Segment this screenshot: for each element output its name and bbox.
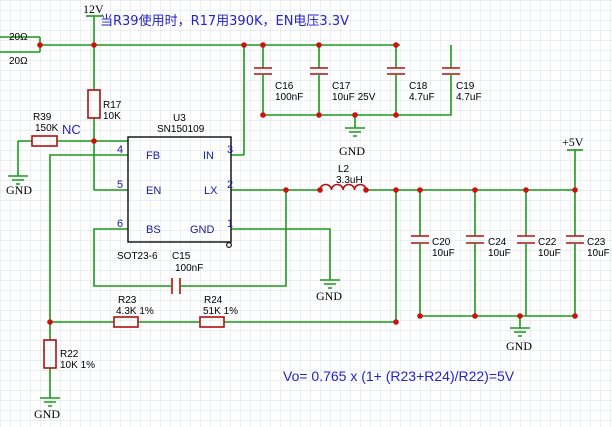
vout-label: +5V xyxy=(562,135,584,149)
pin-fb-name: FB xyxy=(146,150,160,162)
partial-resistors-left: 20Ω 20Ω xyxy=(9,32,28,67)
gnd-label-r39: GND xyxy=(6,183,32,197)
pin-bs-name: BS xyxy=(146,224,161,236)
ic-u3: U3 SN150109 SOT23-6 FB EN BS IN LX GND 4… xyxy=(117,113,233,262)
c16-ref: C16 xyxy=(275,81,294,92)
ground-symbol-caps-out: GND xyxy=(506,327,532,353)
pin-in-name: IN xyxy=(203,150,214,162)
c22-value: 10uF xyxy=(538,248,561,259)
pin-fb-number: 4 xyxy=(117,144,123,156)
r24-ref: R24 xyxy=(204,295,223,306)
resistor-r39: R39 150K NC xyxy=(31,112,81,147)
gnd-label-ic: GND xyxy=(316,289,342,303)
ic-ref: U3 xyxy=(173,113,186,124)
wires xyxy=(0,16,576,398)
c15-ref: C15 xyxy=(172,251,191,262)
pin-gnd-number: 1 xyxy=(227,218,233,230)
c24-ref: C24 xyxy=(488,237,507,248)
c23-ref: C23 xyxy=(587,237,606,248)
c20-ref: C20 xyxy=(432,237,451,248)
l2-value: 3.3uH xyxy=(336,175,363,186)
r17-value: 10K xyxy=(103,111,121,122)
capacitor-c18: C18 4.7uF xyxy=(387,67,435,103)
pin-en-number: 5 xyxy=(117,179,123,191)
junctions xyxy=(37,42,578,325)
r23-ref: R23 xyxy=(118,295,137,306)
c22-ref: C22 xyxy=(538,237,557,248)
resistor-r23: R23 4.3K 1% xyxy=(113,295,154,328)
ic-package: SOT23-6 xyxy=(117,251,158,262)
c16-value: 100nF xyxy=(275,92,303,103)
ground-symbol-caps-in: GND xyxy=(339,127,365,158)
c19-value: 4.7uF xyxy=(456,92,482,103)
ground-symbol-r22: GND xyxy=(34,397,60,421)
vin-label: 12V xyxy=(83,2,104,16)
c17-value: 10uF 25V xyxy=(332,92,376,103)
capacitor-c24: C24 10uF xyxy=(466,235,511,259)
vout-power-symbol: +5V xyxy=(562,135,584,151)
ground-symbol-r39: GND xyxy=(6,175,32,197)
capacitor-c23: C23 10uF xyxy=(566,235,610,259)
c18-ref: C18 xyxy=(409,81,428,92)
capacitor-c15: C15 100nF xyxy=(166,251,203,294)
capacitor-c22: C22 10uF xyxy=(517,235,561,259)
gnd-label-caps-out: GND xyxy=(506,339,532,353)
c17-ref: C17 xyxy=(332,81,351,92)
r24-value: 51K 1% xyxy=(203,306,238,317)
resistor-r24: R24 51K 1% xyxy=(199,295,238,328)
r39-ref: R39 xyxy=(33,112,52,123)
capacitor-c16: C16 100nF xyxy=(254,67,303,103)
ground-symbol-ic: GND xyxy=(316,279,342,303)
inductor-l2: L2 3.3uH xyxy=(319,164,367,191)
c24-value: 10uF xyxy=(488,248,511,259)
r22-value: 10K 1% xyxy=(60,360,95,371)
resistor-r17: R17 10K xyxy=(87,89,122,122)
r23-value: 4.3K 1% xyxy=(116,306,154,317)
pin-en-name: EN xyxy=(146,185,161,197)
gnd-label-r22: GND xyxy=(34,407,60,421)
r22-ref: R22 xyxy=(60,349,79,360)
capacitor-c17: C17 10uF 25V xyxy=(310,67,376,103)
vin-power-symbol: 12V xyxy=(83,2,104,17)
capacitor-c19: C19 4.7uF xyxy=(442,67,482,103)
output-voltage-formula: Vo= 0.765 x (1+ (R23+R24)/R22)=5V xyxy=(283,368,515,384)
pin-bs-number: 6 xyxy=(117,218,123,230)
r39-value: 150K xyxy=(35,123,59,134)
pin-in-number: 3 xyxy=(227,144,233,156)
gnd-label-caps-in: GND xyxy=(339,144,365,158)
partial-resistor-bottom-value: 20Ω xyxy=(9,56,28,67)
capacitor-c20: C20 10uF xyxy=(411,235,455,259)
resistor-r22: R22 10K 1% xyxy=(43,339,95,371)
l2-ref: L2 xyxy=(338,164,350,175)
pin-lx-name: LX xyxy=(204,185,218,197)
r17-ref: R17 xyxy=(103,100,122,111)
c15-value: 100nF xyxy=(175,263,203,274)
c19-ref: C19 xyxy=(456,81,475,92)
ic-part-number: SN150109 xyxy=(157,124,205,135)
pin-lx-number: 2 xyxy=(227,179,233,191)
c20-value: 10uF xyxy=(432,248,455,259)
design-note: 当R39使用时，R17用390K，EN电压3.3V xyxy=(100,13,349,29)
c23-value: 10uF xyxy=(587,248,610,259)
partial-resistor-top-value: 20Ω xyxy=(9,32,28,43)
c18-value: 4.7uF xyxy=(409,92,435,103)
pin-gnd-name: GND xyxy=(190,224,215,236)
nc-label: NC xyxy=(62,122,81,137)
